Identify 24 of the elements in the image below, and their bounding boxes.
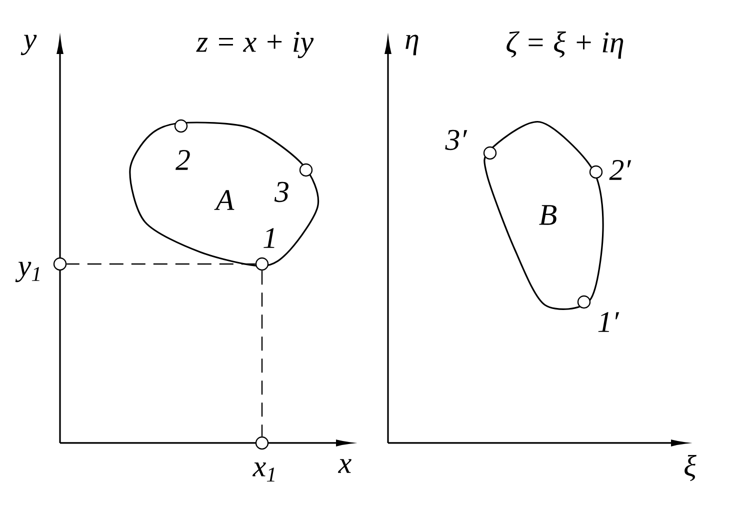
math-label: η bbox=[406, 34, 418, 56]
point-label: 2 bbox=[176, 150, 190, 170]
math-label: y bbox=[20, 34, 37, 56]
dashed-line bbox=[261, 270, 263, 436]
point-marker bbox=[174, 119, 188, 133]
point-label: 2′ bbox=[609, 160, 632, 180]
point-marker bbox=[255, 257, 269, 271]
point-label: 1′ bbox=[598, 312, 620, 332]
point-label: 1 bbox=[264, 228, 274, 248]
point-label: 3 bbox=[274, 182, 288, 202]
point-marker bbox=[299, 163, 313, 177]
point-label: y$_{1}$ bbox=[15, 262, 40, 282]
math-label: z = x + iy bbox=[196, 32, 314, 58]
point-marker bbox=[577, 295, 591, 309]
dashed-line bbox=[66, 263, 256, 265]
math-label: B bbox=[539, 205, 556, 225]
math-label: A bbox=[214, 190, 234, 210]
point-label: 3′ bbox=[445, 130, 468, 150]
point-label: x$_{1}$ bbox=[252, 462, 274, 482]
point-marker bbox=[483, 146, 497, 160]
math-label: ξ bbox=[684, 454, 696, 482]
math-label: x bbox=[338, 459, 352, 473]
point-marker bbox=[589, 165, 603, 179]
math-label: ζ = ξ + iη bbox=[506, 31, 624, 59]
